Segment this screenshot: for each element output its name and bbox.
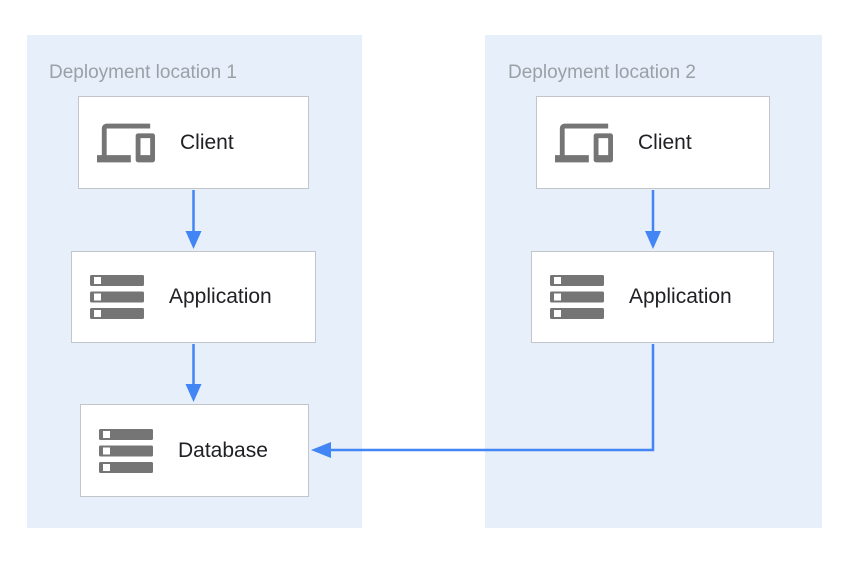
node-client-1: Client <box>78 96 309 189</box>
storage-icon <box>550 275 604 319</box>
group-label: Deployment location 2 <box>508 62 696 83</box>
node-label: Application <box>169 285 272 308</box>
node-client-2: Client <box>536 96 770 189</box>
node-application-2: Application <box>531 251 774 343</box>
devices-icon <box>97 123 155 162</box>
storage-icon <box>99 428 153 473</box>
node-database-1: Database <box>80 404 309 497</box>
storage-icon <box>90 275 144 319</box>
node-label: Application <box>629 285 732 308</box>
devices-icon <box>555 123 613 162</box>
group-label: Deployment location 1 <box>49 62 237 83</box>
node-label: Client <box>180 130 234 154</box>
node-label: Client <box>638 130 692 154</box>
node-label: Database <box>178 438 268 462</box>
node-application-1: Application <box>71 251 316 343</box>
